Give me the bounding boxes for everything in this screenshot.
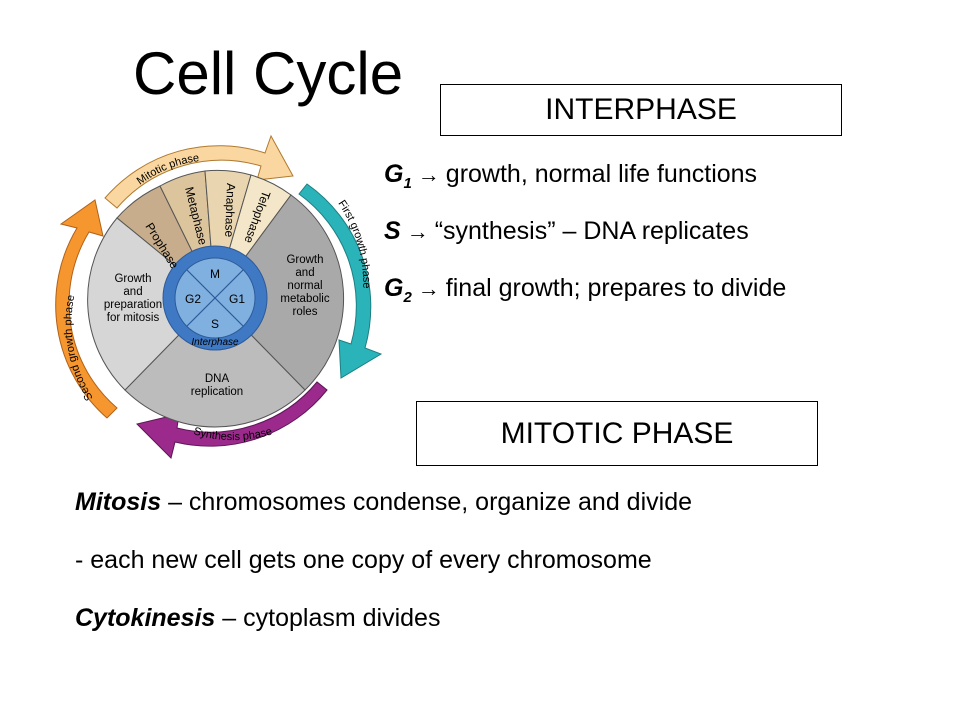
interphase-line-g2: G2→final growth; prepares to divide [384,274,787,306]
mitotic-phase-box: MITOTIC PHASE [416,401,818,466]
cytokinesis-line: Cytokinesis – cytoplasm divides [75,604,441,632]
mitotic-phase-arc [104,134,294,209]
mitosis-line: Mitosis – chromosomes condense, organize… [75,488,692,516]
svg-text:normal: normal [287,280,322,292]
svg-text:Growth: Growth [286,254,323,266]
dna-replication-label: DNA replication [191,373,243,398]
synthesis-phase-label: Synthesis phase [192,425,273,443]
interphase-line-g1: G1→growth, normal life functions [384,160,758,192]
growth-normal-label: Growth and normal metabolic roles [280,254,329,318]
arrow-right-icon: → [406,219,429,244]
svg-text:and: and [123,286,142,298]
interphase-box: INTERPHASE [440,84,842,136]
synthesis-phase-arc [136,381,328,459]
svg-text:Growth: Growth [114,273,151,285]
slide-title: Cell Cycle [133,40,404,107]
second-growth-phase-arc [55,199,118,419]
svg-text:for mitosis: for mitosis [107,312,160,324]
svg-text:M: M [210,267,220,281]
first-growth-phase-arc [298,183,383,379]
svg-text:roles: roles [293,306,318,318]
svg-text:and: and [295,267,314,279]
svg-text:DNA: DNA [205,373,230,385]
interphase-line-s: S→“synthesis” – DNA replicates [384,217,749,245]
svg-text:replication: replication [191,386,243,398]
chromosome-copy-line: - each new cell gets one copy of every c… [75,546,652,574]
svg-text:G1: G1 [229,292,245,306]
anaphase-label: Anaphase [222,183,238,238]
interphase-center-label: Interphase [191,337,239,348]
center-phase-letters: M G2 G1 S [185,267,245,331]
svg-text:preparation: preparation [104,299,162,311]
svg-text:metabolic: metabolic [280,293,329,305]
interphase-center [162,245,268,351]
svg-text:S: S [211,317,219,331]
growth-preparation-label: Growth and preparation for mitosis [104,273,162,324]
arrow-right-icon: → [417,162,440,187]
cell-cycle-diagram: Mitotic phase First growth phase Synthes… [55,134,383,459]
svg-text:G2: G2 [185,292,201,306]
arrow-right-icon: → [417,276,440,301]
